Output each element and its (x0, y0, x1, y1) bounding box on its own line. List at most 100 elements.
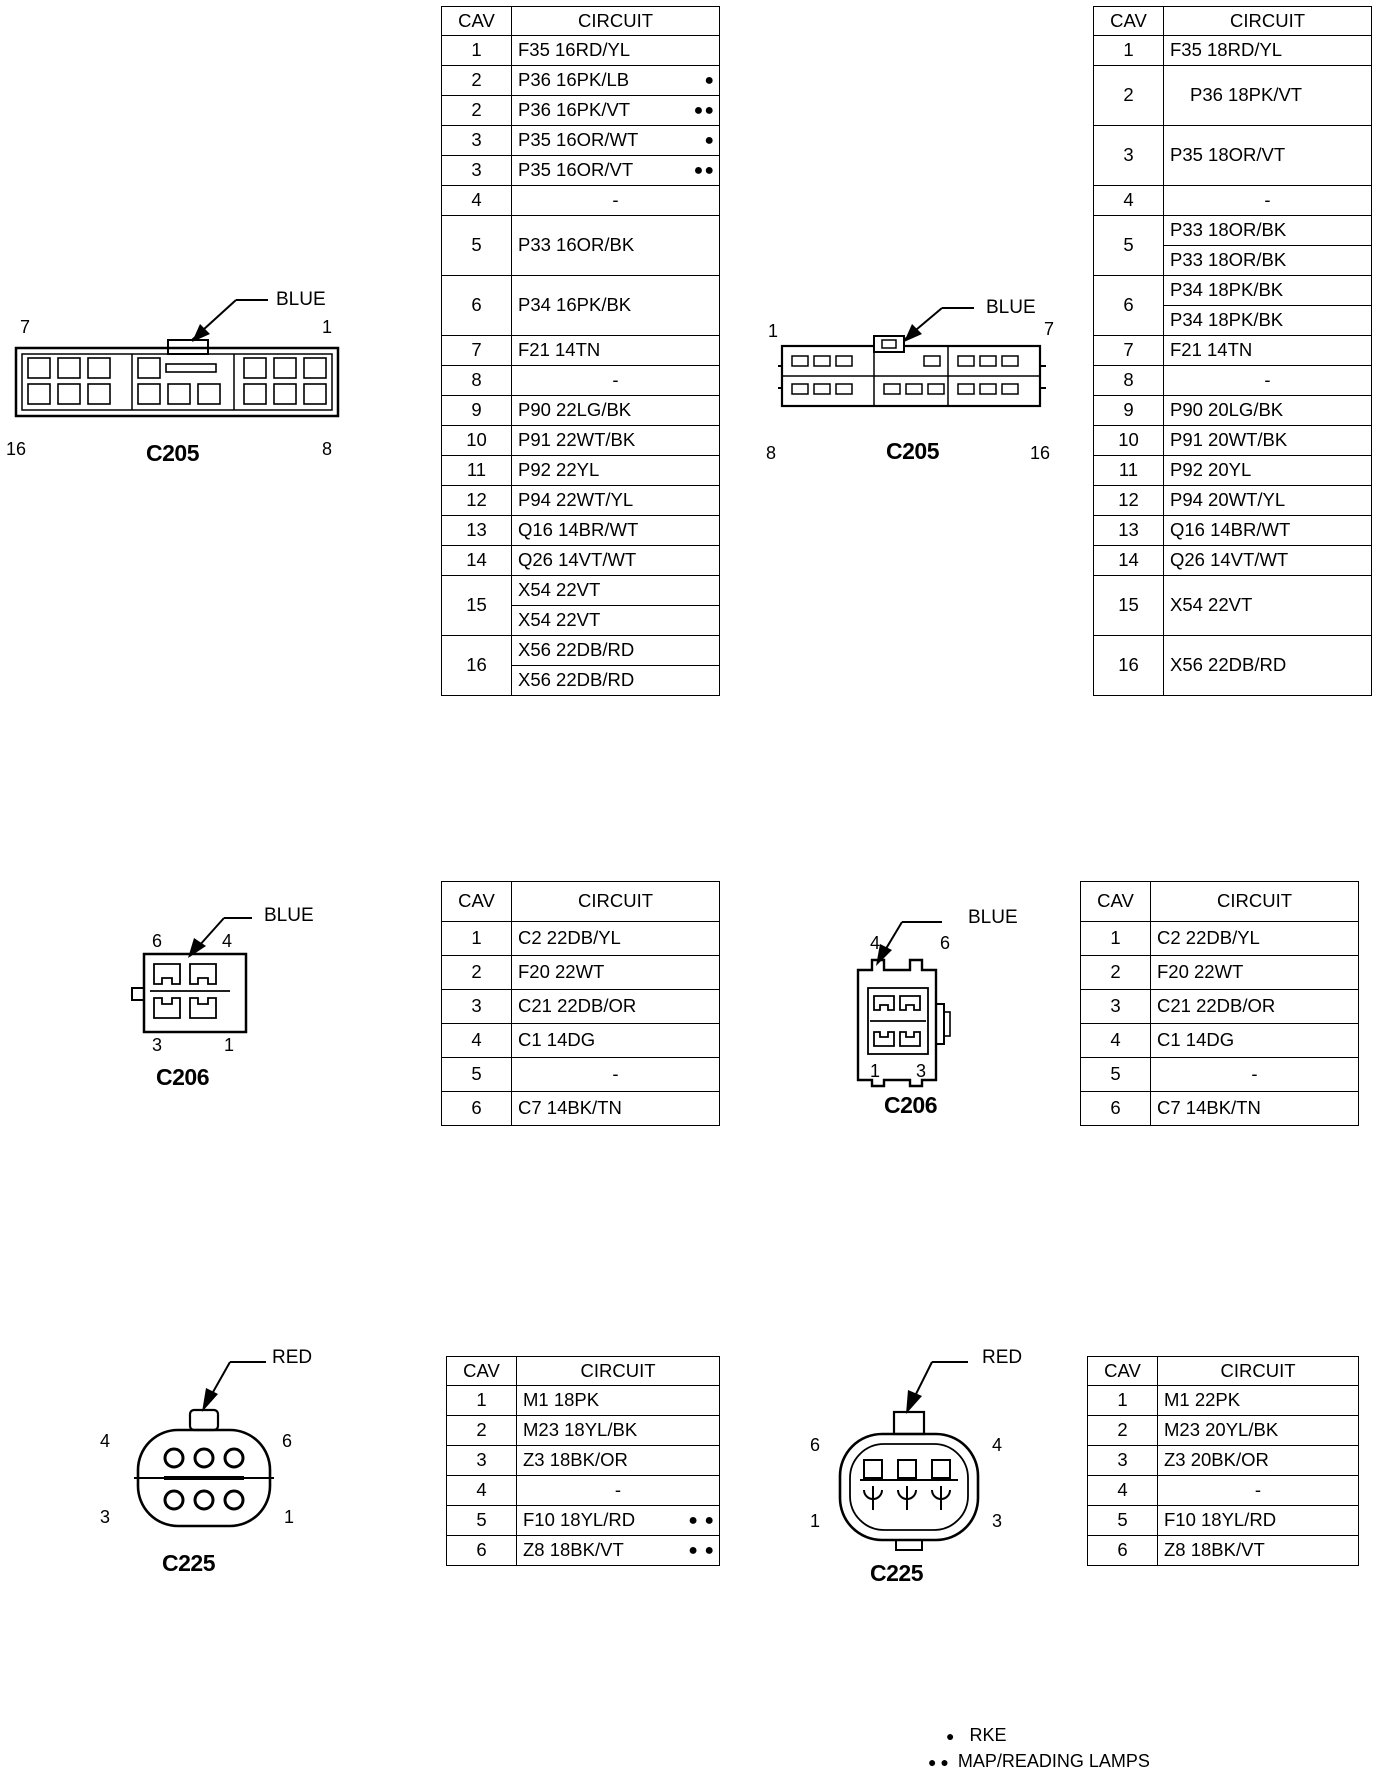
cav-cell: 8 (1093, 365, 1164, 396)
circuit-cell: P92 22YL (511, 455, 720, 486)
c205-left-name: C205 (146, 440, 199, 466)
cav-cell: 2 (1080, 955, 1151, 990)
circuit-cell: P91 20WT/BK (1163, 425, 1372, 456)
circuit-cell: P33 16OR/BK (511, 215, 720, 276)
cav-cell: 1 (446, 1385, 517, 1416)
circuit-cell: M23 20YL/BK (1157, 1415, 1359, 1446)
circuit-cell: - (511, 185, 720, 216)
cav-cell: 16 (1093, 635, 1164, 696)
cav-cell: 1 (441, 35, 512, 66)
legend-map-lamps: ● ● MAP/READING LAMPS (928, 1752, 1150, 1770)
double-dot-icon: ● ● (928, 1754, 949, 1770)
legend-rke: ● RKE (946, 1726, 1007, 1744)
cav-cell: 14 (441, 545, 512, 576)
circuit-cell: M23 18YL/BK (516, 1415, 720, 1446)
circuit-cell: F35 18RD/YL (1163, 35, 1372, 66)
cav-cell: 1 (441, 921, 512, 956)
cav-cell: 2 (441, 65, 512, 96)
c225-left-pin-4: 4 (100, 1431, 111, 1451)
circuit-cell: P33 18OR/BK (1163, 245, 1372, 276)
header-cav: CAV (1080, 881, 1151, 922)
legend-map-lamps-label: MAP/READING LAMPS (957, 1751, 1150, 1771)
cav-cell: 2 (441, 95, 512, 126)
circuit-cell: C2 22DB/YL (511, 921, 720, 956)
circuit-cell: X56 22DB/RD (511, 635, 720, 666)
cav-cell: 4 (446, 1475, 517, 1506)
circuit-cell: P36 16PK/VT●● (511, 95, 720, 126)
circuit-cell: Q26 14VT/WT (1163, 545, 1372, 576)
circuit-cell: C1 14DG (511, 1023, 720, 1058)
header-circuit: CIRCUIT (511, 6, 720, 36)
circuit-cell: P34 18PK/BK (1163, 275, 1372, 306)
cav-cell: 5 (1087, 1505, 1158, 1536)
header-cav: CAV (441, 881, 512, 922)
c225-right-drawing (838, 1361, 980, 1551)
header-circuit: CIRCUIT (1157, 1356, 1359, 1386)
cav-cell: 5 (1093, 215, 1164, 276)
circuit-cell: F21 14TN (1163, 335, 1372, 366)
c225-right-color: RED (982, 1347, 1023, 1368)
map-lamps-marker: ●● (693, 161, 715, 179)
circuit-cell: X56 22DB/RD (1163, 635, 1372, 696)
cav-cell: 15 (441, 575, 512, 636)
circuit-cell: M1 18PK (516, 1385, 720, 1416)
circuit-cell: - (1163, 365, 1372, 396)
header-circuit: CIRCUIT (511, 881, 720, 922)
circuit-cell: P90 22LG/BK (511, 395, 720, 426)
circuit-cell: - (511, 365, 720, 396)
cav-cell: 6 (441, 275, 512, 336)
cav-cell: 4 (1087, 1475, 1158, 1506)
c206-right-drawing (856, 921, 951, 1088)
cav-cell: 13 (441, 515, 512, 546)
header-cav: CAV (446, 1356, 517, 1386)
rke-marker: ● (704, 71, 715, 89)
cav-cell: 3 (446, 1445, 517, 1476)
c225-right-pin-4: 4 (992, 1435, 1003, 1455)
cav-cell: 6 (446, 1535, 517, 1566)
cav-cell: 3 (441, 125, 512, 156)
circuit-cell: C7 14BK/TN (511, 1091, 720, 1126)
cav-cell: 4 (1093, 185, 1164, 216)
c205-right-name: C205 (886, 438, 939, 464)
circuit-cell: F10 18YL/RD (1157, 1505, 1359, 1536)
circuit-cell: Q16 14BR/WT (511, 515, 720, 546)
cav-cell: 5 (441, 1057, 512, 1092)
c225-right-pin-3: 3 (992, 1511, 1003, 1531)
c225-left-pin-3: 3 (100, 1507, 111, 1527)
c206-right-name: C206 (884, 1092, 937, 1118)
cav-cell: 6 (441, 1091, 512, 1126)
cav-cell: 3 (1087, 1445, 1158, 1476)
circuit-cell: P35 16OR/WT● (511, 125, 720, 156)
c205-right-pin-8: 8 (766, 443, 777, 463)
header-circuit: CIRCUIT (516, 1356, 720, 1386)
header-circuit: CIRCUIT (1150, 881, 1359, 922)
circuit-cell: P34 18PK/BK (1163, 305, 1372, 336)
circuit-cell: P34 16PK/BK (511, 275, 720, 336)
c206-right-color: BLUE (968, 907, 1018, 928)
cav-cell: 14 (1093, 545, 1164, 576)
cav-cell: 16 (441, 635, 512, 696)
circuit-cell: - (1150, 1057, 1359, 1092)
circuit-cell: - (1163, 185, 1372, 216)
cav-cell: 10 (1093, 425, 1164, 456)
c205-left-pin-1: 1 (322, 317, 333, 337)
circuit-cell: M1 22PK (1157, 1385, 1359, 1416)
c225-left-pin-6: 6 (282, 1431, 293, 1451)
cav-cell: 1 (1087, 1385, 1158, 1416)
c225-left-pin-1: 1 (284, 1507, 295, 1527)
map-lamps-marker: ●● (693, 101, 715, 119)
c206-left-drawing (131, 917, 252, 1034)
cav-cell: 1 (1080, 921, 1151, 956)
c206-left-pin-4: 4 (222, 931, 233, 951)
circuit-cell: X54 22VT (511, 605, 720, 636)
cav-cell: 12 (441, 485, 512, 516)
c205-right-pin-16: 16 (1030, 443, 1051, 463)
cav-cell: 5 (1080, 1057, 1151, 1092)
c206-right-pin-3: 3 (916, 1061, 927, 1081)
circuit-cell: Z8 18BK/VT (1157, 1535, 1359, 1566)
